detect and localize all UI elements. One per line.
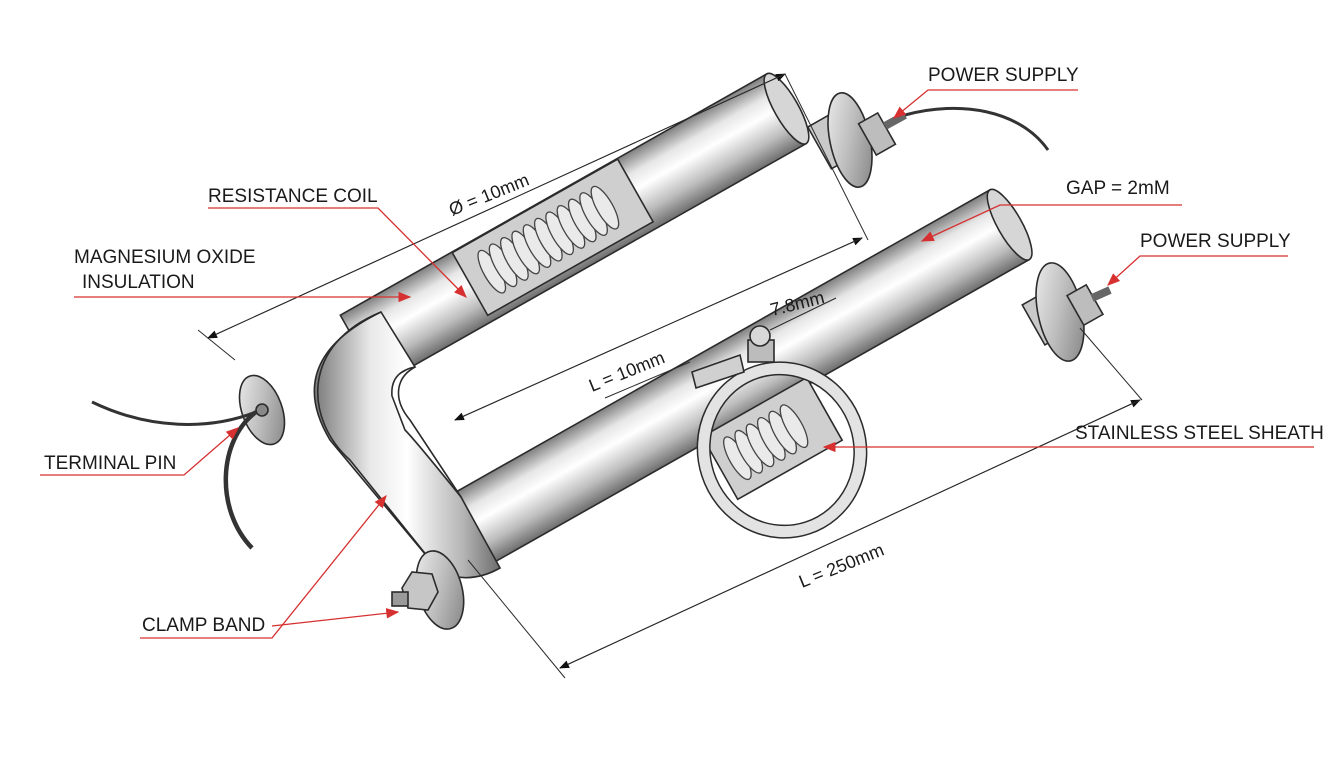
lower-coil-cutaway — [701, 376, 844, 501]
clamp-band-ring — [691, 325, 868, 539]
leader-power-top — [892, 89, 1078, 119]
label-mgo-line1: MAGNESIUM OXIDE — [74, 247, 256, 268]
leader-terminal-pin — [40, 427, 239, 476]
label-resistance-coil: RESISTANCE COIL — [208, 186, 378, 207]
heater-tube — [313, 72, 1033, 579]
label-power-supply-top: POWER SUPPLY — [928, 65, 1079, 86]
label-power-supply-right: POWER SUPPLY — [1140, 231, 1291, 252]
leader-gap — [920, 204, 1182, 242]
wire-lead-icon — [904, 106, 1050, 151]
dim-total-length: L = 250mm — [796, 539, 887, 591]
leader-clamp-band-2 — [271, 608, 400, 627]
label-terminal-pin: TERMINAL PIN — [44, 453, 176, 474]
leader-power-right — [1107, 255, 1288, 286]
dimension-lines — [197, 73, 1143, 679]
leader-resistance-coil — [208, 207, 467, 298]
resistance-coil-cutaway — [451, 158, 655, 317]
loose-nut — [391, 550, 465, 630]
leader-lines — [40, 89, 1314, 639]
label-gap: GAP = 2mM — [1066, 178, 1170, 199]
terminal-top-right — [806, 92, 1050, 188]
hex-nut-icon — [401, 571, 439, 611]
u-bend — [313, 310, 502, 579]
label-stainless-sheath: STAINLESS STEEL SHEATH — [1075, 423, 1324, 444]
terminal-right — [1021, 262, 1112, 362]
terminal-pin — [91, 374, 286, 550]
label-clamp-band: CLAMP BAND — [142, 615, 265, 636]
leader-clamp-band-1 — [140, 494, 387, 639]
label-mgo-line2: INSULATION — [82, 272, 195, 293]
wire-lead-icon — [91, 400, 257, 426]
dim-diameter: Ø = 10mm — [446, 169, 532, 219]
